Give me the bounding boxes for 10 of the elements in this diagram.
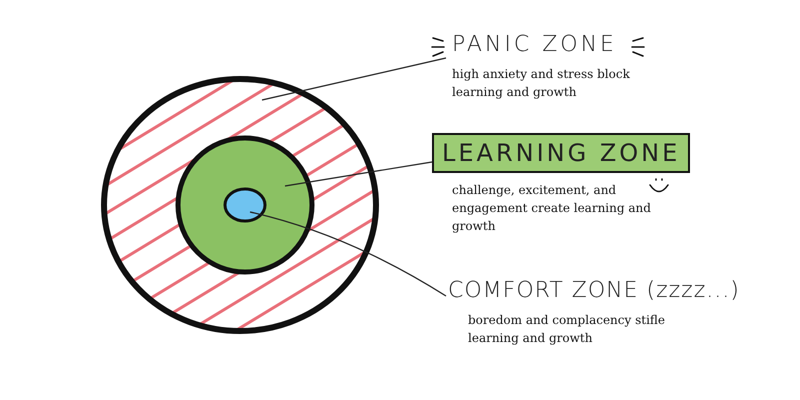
inner-zone-circle — [175, 135, 315, 275]
zone-description: boredom and complacency stifle learning and growth — [468, 312, 666, 347]
leader-line — [262, 57, 446, 101]
leader-line — [284, 161, 432, 187]
zone-heading: PANIC ZONE — [452, 32, 617, 57]
leader-line — [250, 211, 446, 297]
zone-heading: COMFORT ZONE (zzzz...) — [448, 278, 740, 303]
zone-heading: LEARNING ZONE — [432, 133, 690, 173]
zone-description: challenge, excitement, and engagement create learning and growth — [452, 182, 652, 235]
zone-description: high anxiety and stress block learning and growth — [452, 66, 631, 101]
